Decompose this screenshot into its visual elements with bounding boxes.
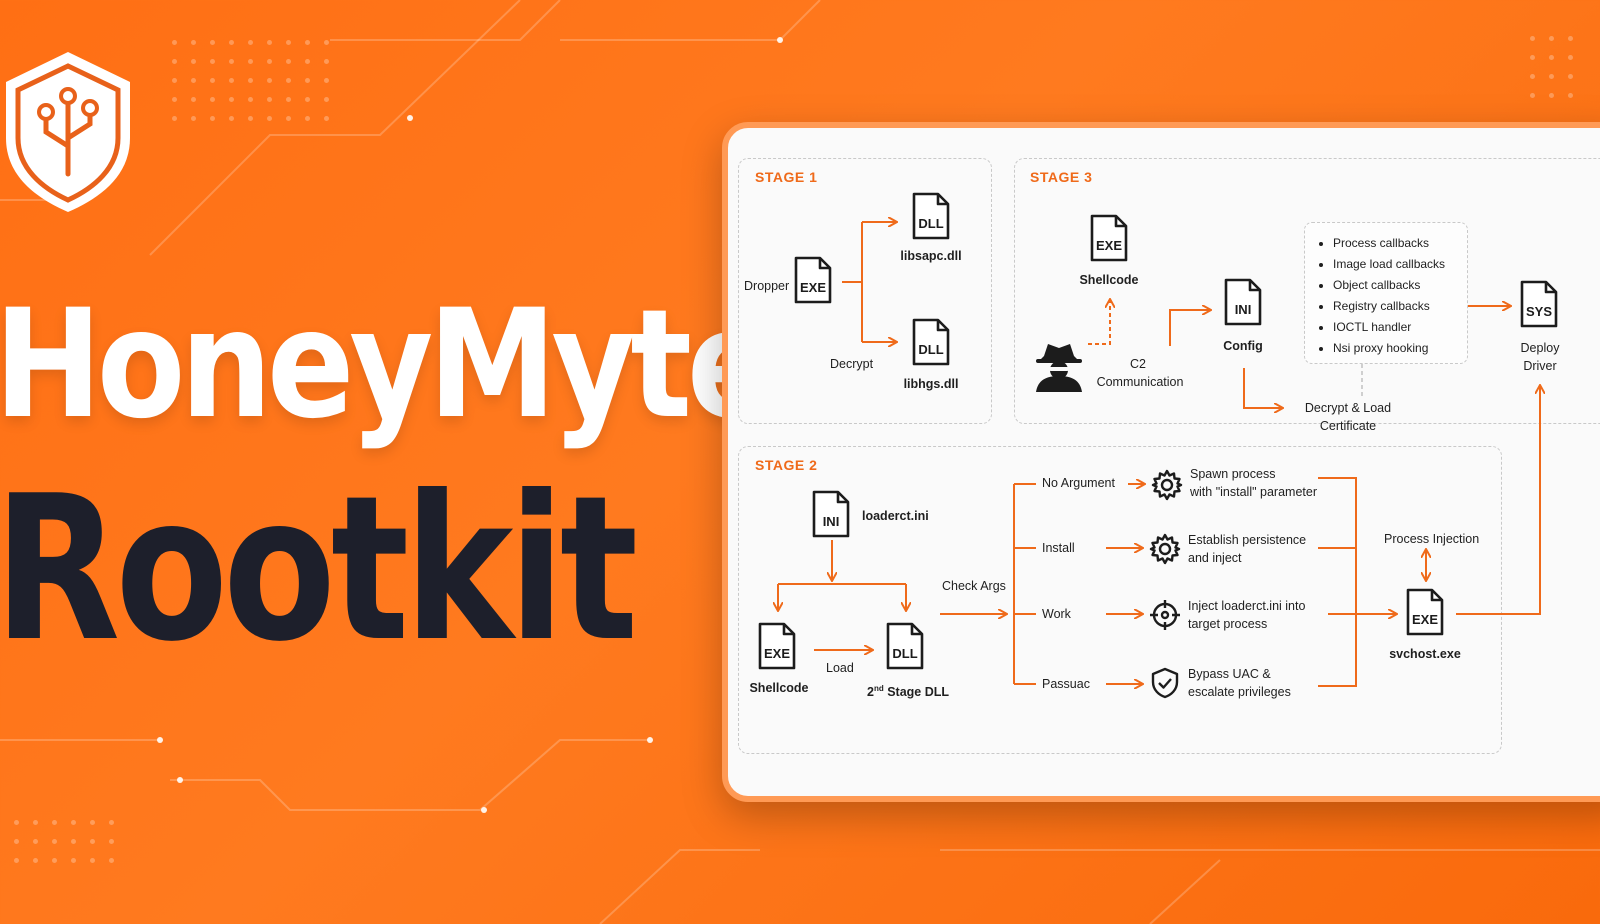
flow-arrows bbox=[728, 128, 1600, 796]
branch-arg-passuac: Passuac bbox=[1042, 677, 1090, 691]
spy-icon bbox=[1036, 344, 1082, 392]
stage2-dll-label: 2nd Stage DLL bbox=[858, 680, 958, 701]
stage3-c2-label: C2 bbox=[1130, 357, 1146, 371]
branch-desc-line1: Establish persistence bbox=[1188, 533, 1307, 547]
callback-item: Process callbacks bbox=[1333, 233, 1467, 254]
callback-item: Image load callbacks bbox=[1333, 254, 1467, 275]
diagram-panel: STAGE 1 STAGE 3 STAGE 2 bbox=[722, 122, 1600, 802]
stage3-config-label: Config bbox=[1223, 339, 1263, 353]
file-icon bbox=[1520, 280, 1558, 328]
file-icon bbox=[1406, 588, 1444, 636]
stage2-dll-suffix: Stage DLL bbox=[883, 685, 950, 700]
stage1-dropper-label: Dropper bbox=[744, 279, 790, 293]
stage2-svchost-label: svchost.exe bbox=[1389, 647, 1461, 661]
branch-desc-line1: Inject loaderct.ini into bbox=[1188, 599, 1306, 613]
shield-check-icon bbox=[1151, 667, 1179, 699]
file-icon bbox=[1090, 214, 1128, 262]
stage2-dll-sup: nd bbox=[873, 684, 884, 693]
stage3-label: STAGE 3 bbox=[1030, 169, 1093, 185]
stage3-shellcode-file: EXE bbox=[1090, 214, 1128, 262]
stage3-box bbox=[1014, 158, 1600, 424]
file-icon bbox=[886, 622, 924, 670]
stage2-svchost-file: EXE bbox=[1406, 588, 1444, 636]
crosshair-icon bbox=[1150, 600, 1180, 630]
file-icon bbox=[758, 622, 796, 670]
shield-circuit-logo-icon bbox=[6, 52, 130, 212]
stage2-loaderct-label: loaderct.ini bbox=[862, 509, 929, 523]
file-icon bbox=[794, 256, 832, 304]
file-icon bbox=[812, 490, 850, 538]
stage2-dll-file: DLL bbox=[886, 622, 924, 670]
stage2-box bbox=[738, 446, 1502, 754]
stage1-decrypt-label: Decrypt bbox=[830, 357, 874, 371]
stage1-exe-type: EXE bbox=[799, 280, 826, 295]
stage2-load-label: Load bbox=[826, 661, 854, 675]
gear-icon bbox=[1151, 469, 1183, 501]
stage2-ini-type: INI bbox=[822, 514, 840, 529]
stage3-callbacks-box: Process callbacks Image load callbacks O… bbox=[1304, 222, 1468, 364]
branch-arg-work: Work bbox=[1042, 607, 1071, 621]
stage2-label: STAGE 2 bbox=[755, 457, 818, 473]
branch-arg-install: Install bbox=[1042, 541, 1075, 555]
branch-desc-line2: and inject bbox=[1188, 551, 1242, 565]
stage3-communication-label: Communication bbox=[1096, 375, 1184, 389]
stage2-shellcode-file: EXE bbox=[758, 622, 796, 670]
callback-item: Object callbacks bbox=[1333, 275, 1467, 296]
callback-item: Registry callbacks bbox=[1333, 296, 1467, 317]
file-icon bbox=[912, 192, 950, 240]
stage2-svchost-type: EXE bbox=[1411, 612, 1438, 627]
stage3-shellcode-type: EXE bbox=[1095, 238, 1122, 253]
file-icon bbox=[1224, 278, 1262, 326]
branch-desc-line2: with "install" parameter bbox=[1190, 485, 1317, 499]
stage1-dll-bottom-type: DLL bbox=[918, 342, 944, 357]
stage3-shellcode-label: Shellcode bbox=[1079, 273, 1139, 287]
stage2-ini-file: INI bbox=[812, 490, 850, 538]
stage1-box bbox=[738, 158, 992, 424]
stage2-dll-type: DLL bbox=[892, 646, 918, 661]
stage1-dll-bottom-file: DLL bbox=[912, 318, 950, 366]
title-rootkit: Rootkit bbox=[0, 453, 638, 686]
decor-dots-right bbox=[1530, 36, 1573, 98]
stage3-config-file: INI bbox=[1224, 278, 1262, 326]
stage1-libhgs-label: libhgs.dll bbox=[903, 377, 959, 391]
file-icon bbox=[912, 318, 950, 366]
branch-arg-no-argument: No Argument bbox=[1042, 476, 1115, 490]
stage3-driver-label: Driver bbox=[1523, 359, 1557, 373]
stage3-deploy-label: Deploy bbox=[1520, 341, 1560, 355]
branch-desc-line1: Spawn process bbox=[1190, 467, 1276, 481]
stage2-shellcode-type: EXE bbox=[763, 646, 790, 661]
decor-dots-bottom bbox=[14, 820, 114, 863]
stage3-certificate-label: Certificate bbox=[1319, 419, 1377, 433]
stage3-config-type: INI bbox=[1234, 302, 1252, 317]
title-honeymyte: HoneyMyte bbox=[0, 278, 774, 452]
stage2-process-injection-label: Process Injection bbox=[1384, 532, 1480, 546]
stage1-label: STAGE 1 bbox=[755, 169, 818, 185]
stage3-sys-file: SYS bbox=[1520, 280, 1558, 328]
stage2-shellcode-label: Shellcode bbox=[749, 681, 809, 695]
callback-item: IOCTL handler bbox=[1333, 317, 1467, 338]
stage2-dll-prefix: 2 bbox=[866, 685, 874, 700]
gear-icon bbox=[1149, 533, 1181, 565]
callback-item: Nsi proxy hooking bbox=[1333, 338, 1467, 359]
stage1-libsapc-label: libsapc.dll bbox=[900, 249, 962, 263]
branch-desc-line2: escalate privileges bbox=[1188, 685, 1291, 699]
stage1-dll-top-type: DLL bbox=[918, 216, 944, 231]
stage1-exe-file: EXE bbox=[794, 256, 832, 304]
stage2-check-args-label: Check Args bbox=[942, 579, 1006, 593]
branch-desc-line2: target process bbox=[1188, 617, 1268, 631]
decor-dots-top bbox=[172, 40, 329, 121]
stage3-decrypt-load-label: Decrypt & Load bbox=[1304, 401, 1392, 415]
branch-desc-line1: Bypass UAC & bbox=[1188, 667, 1271, 681]
stage3-sys-type: SYS bbox=[1525, 304, 1552, 319]
stage1-dll-top-file: DLL bbox=[912, 192, 950, 240]
